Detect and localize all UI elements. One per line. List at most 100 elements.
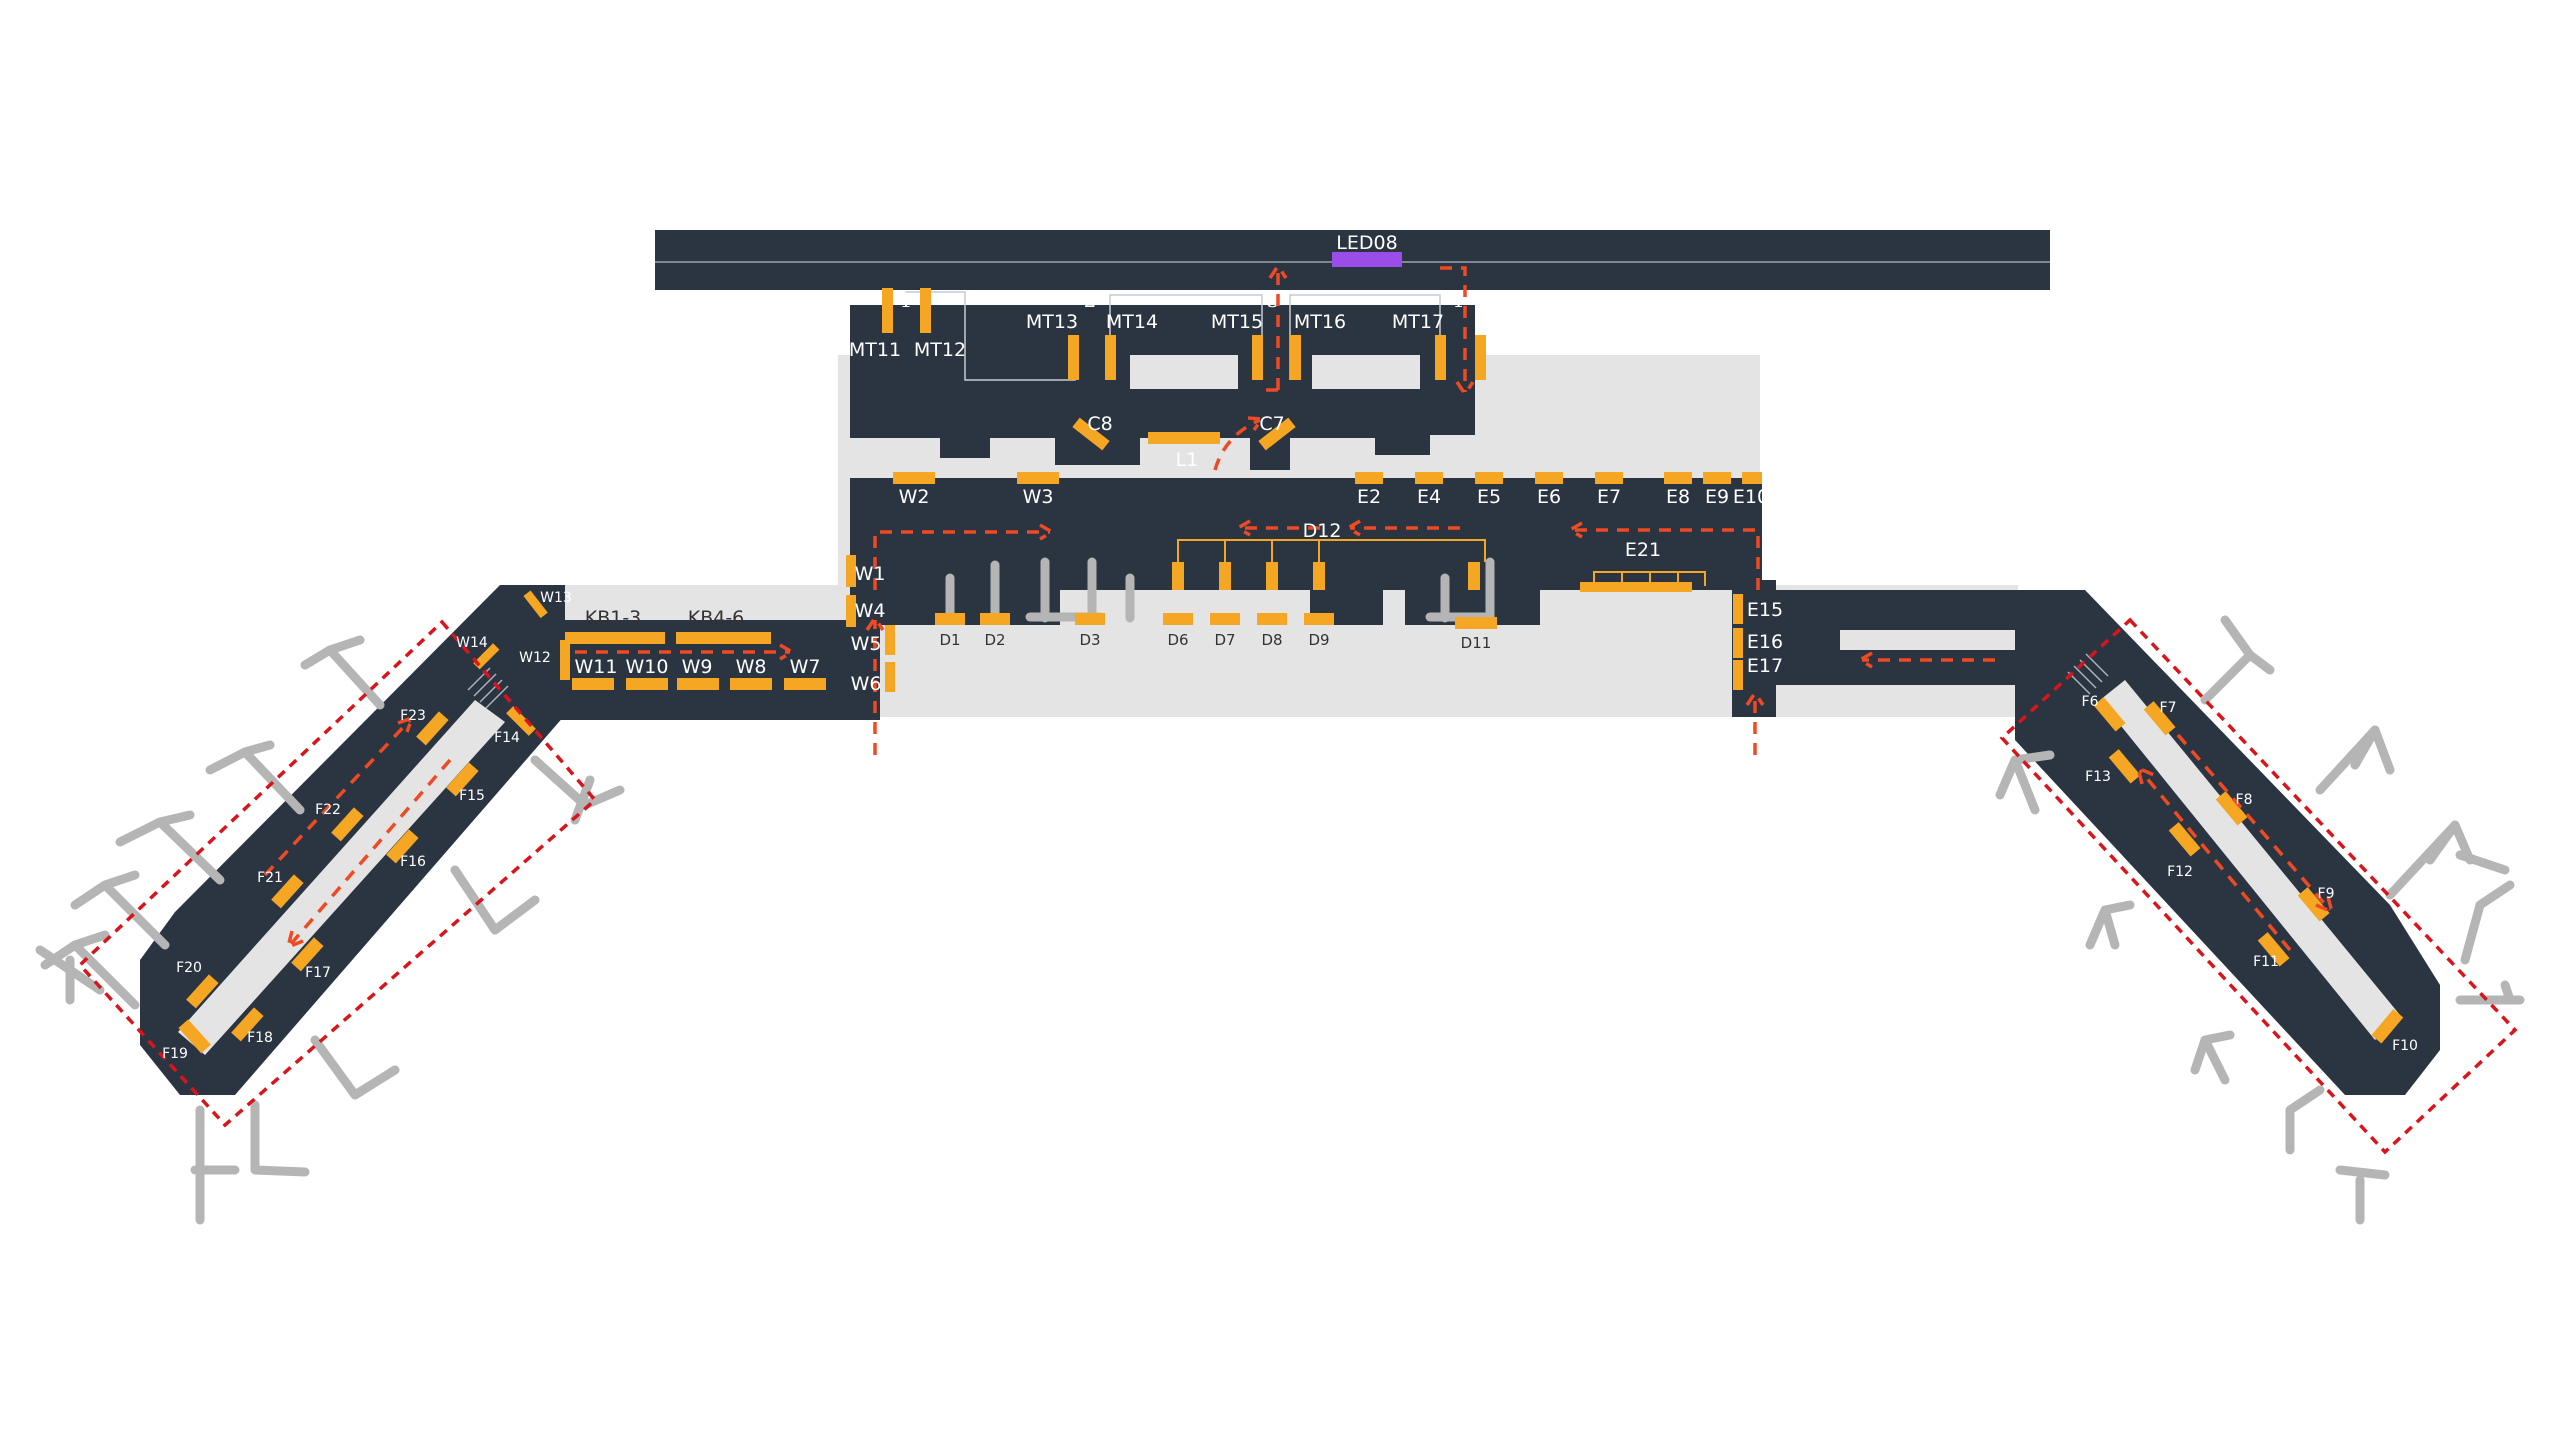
label-l1: L1	[1176, 449, 1199, 471]
pad-w2	[893, 472, 935, 484]
pad-d8	[1257, 613, 1287, 625]
highlight-zones	[77, 617, 2518, 1155]
zone-number: 1	[900, 288, 913, 312]
pad-mt17	[1435, 335, 1446, 380]
west-pier-zone	[77, 619, 598, 1128]
label-mt14: MT14	[1106, 311, 1158, 333]
pad-mt11	[882, 288, 893, 333]
label-w2: W2	[899, 486, 930, 508]
pad-f22	[331, 807, 364, 842]
pad-w11	[572, 678, 614, 690]
label-w8: W8	[736, 656, 767, 678]
e21-feeder-lines	[1593, 571, 1706, 586]
label-f13: F13	[2085, 769, 2111, 785]
pad-e21-c	[1636, 582, 1664, 592]
pad-w10	[626, 678, 668, 690]
label-mt13: MT13	[1026, 311, 1078, 333]
pad-c7	[1258, 417, 1296, 451]
label-mt15: MT15	[1211, 311, 1263, 333]
pad-d11	[1455, 617, 1497, 629]
zone-numbers: 1 2 3 4	[900, 288, 1464, 312]
label-f6: F6	[2082, 694, 2099, 710]
label-w4: W4	[855, 600, 886, 622]
pad-kb4-6	[676, 632, 771, 644]
pad-w14	[473, 643, 500, 670]
pad-f13	[2108, 749, 2141, 784]
label-c7: C7	[1259, 413, 1284, 435]
flow-arrow-e21	[1566, 521, 1760, 590]
label-w7: W7	[790, 656, 821, 678]
label-f23: F23	[400, 708, 426, 724]
pad-e2	[1355, 472, 1383, 484]
pad-f9	[2297, 887, 2330, 922]
pad-f18	[231, 1007, 264, 1042]
pad-e21-a	[1580, 582, 1608, 592]
pad-mt16	[1290, 335, 1301, 380]
pad-e7	[1595, 472, 1623, 484]
flow-arrow-west-pier-down	[285, 758, 452, 950]
label-f19: F19	[162, 1046, 188, 1062]
label-w12: W12	[519, 650, 551, 666]
pad-e8	[1664, 472, 1692, 484]
label-kb1-3: KB1-3	[585, 607, 642, 629]
flow-arrow-east-pier-up	[2135, 764, 2292, 952]
pad-mt15	[1252, 335, 1263, 380]
label-w6: W6	[851, 673, 882, 695]
label-c8: C8	[1087, 413, 1112, 435]
pad-d7-upper	[1219, 562, 1231, 590]
label-mt16: MT16	[1294, 311, 1346, 333]
label-w10: W10	[626, 656, 669, 678]
pad-c8	[1072, 417, 1110, 451]
led-bar	[1332, 252, 1402, 267]
label-e5: E5	[1477, 486, 1501, 508]
label-f11: F11	[2253, 954, 2279, 970]
flow-arrow-c7	[1213, 416, 1266, 471]
pad-e17	[1733, 660, 1743, 690]
label-f17: F17	[305, 965, 331, 981]
pad-d7	[1210, 613, 1240, 625]
pad-w13	[523, 590, 548, 619]
pad-e16	[1733, 628, 1743, 658]
flow-arrow-w6-entry	[865, 614, 885, 755]
label-d3: D3	[1079, 631, 1100, 649]
label-e8: E8	[1666, 486, 1690, 508]
label-f9: F9	[2318, 886, 2335, 902]
pad-d6-upper	[1172, 562, 1184, 590]
pad-w5	[885, 625, 895, 655]
pad-e6	[1535, 472, 1563, 484]
pad-l1	[1148, 432, 1220, 444]
label-mt17: MT17	[1392, 311, 1444, 333]
label-e10: E10	[1733, 486, 1769, 508]
flow-arrows	[263, 262, 2335, 952]
pad-d6	[1163, 613, 1193, 625]
pad-w1	[846, 555, 856, 587]
label-mt12: MT12	[914, 339, 966, 361]
pad-mt13	[1068, 335, 1079, 380]
pad-mt14	[1105, 335, 1116, 380]
jet-bridges	[35, 557, 2525, 1225]
pad-e4	[1415, 472, 1443, 484]
pad-e21-d	[1664, 582, 1692, 592]
led-label: LED08	[1336, 232, 1397, 254]
zone-number: 4	[1451, 288, 1464, 312]
led-sign: LED08	[1332, 232, 1402, 267]
label-d9: D9	[1308, 631, 1329, 649]
label-e21: E21	[1625, 539, 1661, 561]
pad-w7	[784, 678, 826, 690]
west-pier-void	[178, 700, 505, 1055]
label-d1: D1	[939, 631, 960, 649]
pad-kb1-3	[565, 632, 665, 644]
pad-d9-upper	[1313, 562, 1325, 590]
labels: MT11 MT12 MT13 MT14 MT15 MT16 MT17 C8 C7…	[162, 311, 2418, 1062]
label-w13: W13	[540, 590, 572, 606]
flow-arrow-d12-b	[1234, 519, 1320, 537]
east-connector	[1760, 590, 2020, 717]
east-pier-zone	[1999, 617, 2518, 1155]
label-e16: E16	[1747, 631, 1783, 653]
pad-d9	[1304, 613, 1334, 625]
pad-w4	[846, 595, 856, 627]
label-f7: F7	[2160, 700, 2177, 716]
pad-mt-extra	[1475, 335, 1486, 380]
label-d6: D6	[1167, 631, 1188, 649]
label-e7: E7	[1597, 486, 1621, 508]
